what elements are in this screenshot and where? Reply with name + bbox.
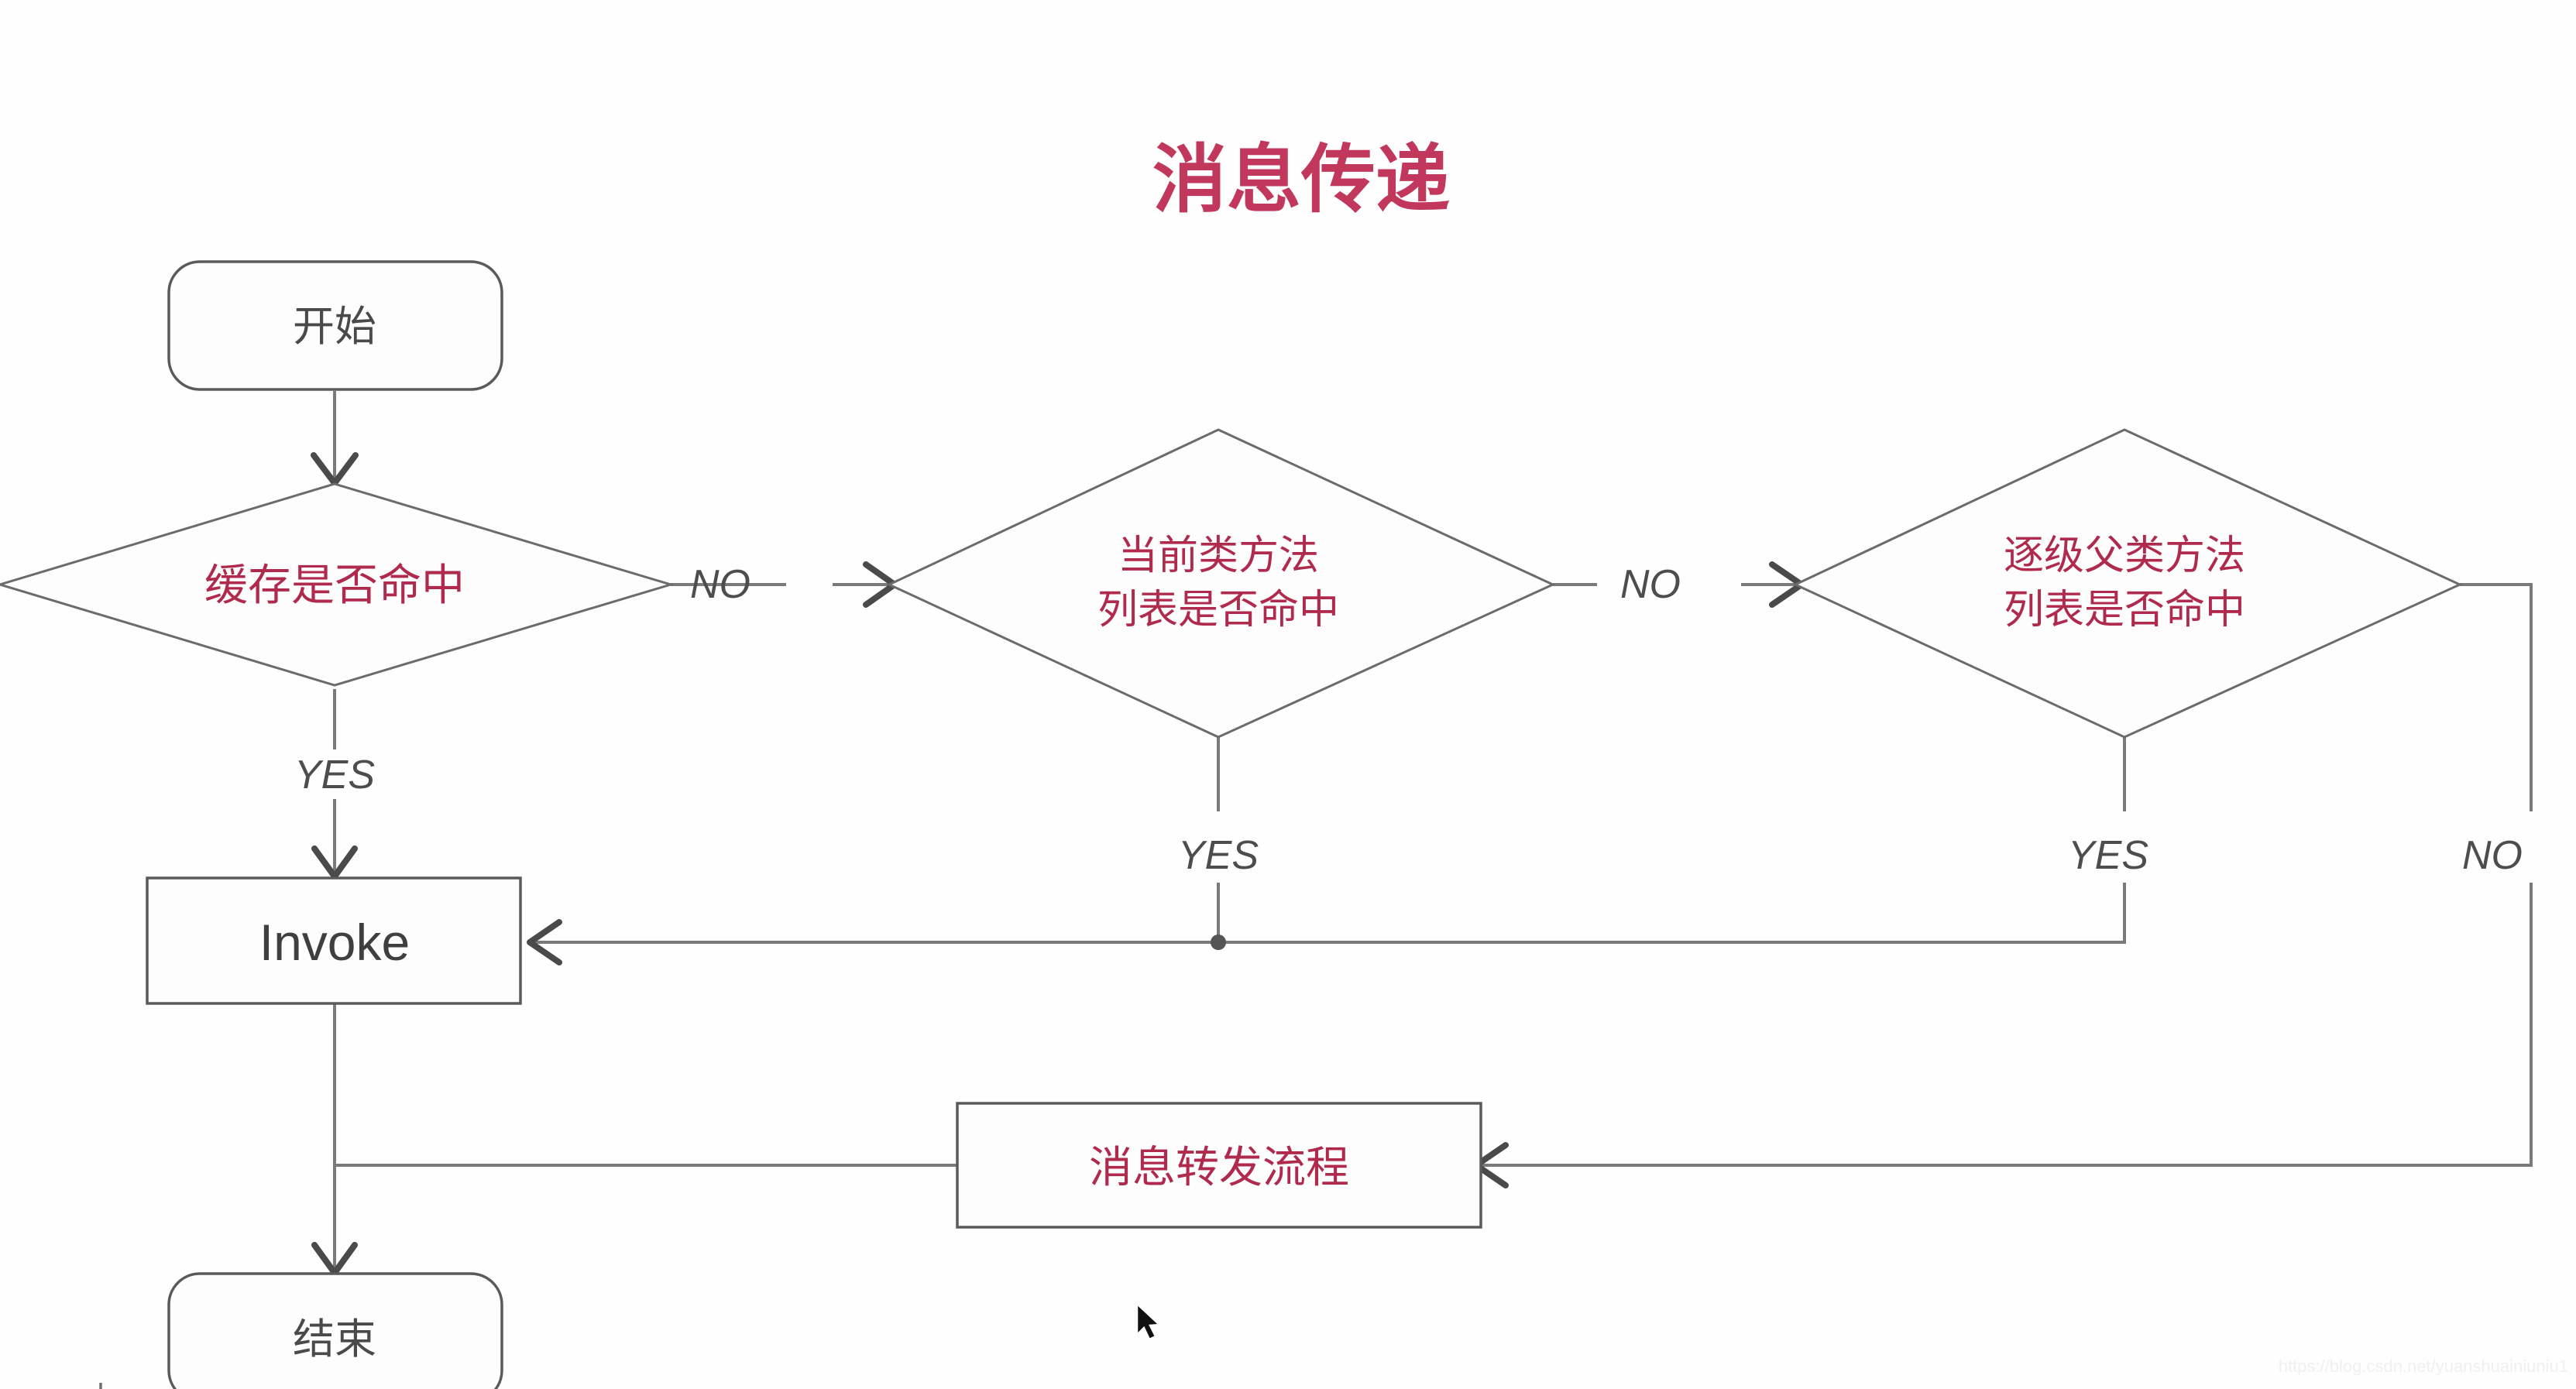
node-decision3[interactable] bbox=[1792, 428, 2463, 739]
edge-label-yes-3: YES bbox=[2068, 833, 2148, 878]
node-decision2-label-line2: 列表是否命中 bbox=[1097, 588, 1339, 633]
page-title: 消息传递 bbox=[1152, 139, 1450, 221]
node-decision2-label-line1: 当前类方法 bbox=[1118, 533, 1319, 578]
node-decision3-label-line2: 列表是否命中 bbox=[2004, 588, 2245, 633]
node-invoke[interactable] bbox=[146, 876, 522, 1005]
edge-decision3-no-to-forward bbox=[1481, 883, 2533, 1167]
watermark: https://blog.csdn.net/yuanshuainiuniu1 bbox=[2279, 1356, 2568, 1376]
node-end[interactable] bbox=[167, 1272, 503, 1389]
edge-decision3-yes-to-invoke bbox=[534, 883, 2126, 944]
node-start[interactable] bbox=[167, 260, 503, 391]
node-decision2[interactable] bbox=[886, 428, 1556, 739]
node-forward-process-label: 消息转发流程 bbox=[1089, 1143, 1349, 1192]
junction-dot bbox=[1211, 935, 1226, 950]
node-end-label: 结束 bbox=[293, 1316, 376, 1363]
edge-label-no-1: NO bbox=[690, 562, 750, 607]
edge-label-yes-1: YES bbox=[294, 753, 375, 797]
edge-label-yes-2: YES bbox=[1178, 833, 1259, 878]
node-start-label: 开始 bbox=[293, 304, 376, 350]
node-decision1-label: 缓存是否命中 bbox=[204, 561, 465, 609]
edge-label-no-2: NO bbox=[1620, 562, 1681, 607]
node-forward-process[interactable] bbox=[956, 1102, 1482, 1229]
edge-label-no-3: NO bbox=[2462, 833, 2523, 878]
mouse-cursor-icon bbox=[1135, 1302, 1162, 1341]
node-invoke-label: Invoke bbox=[259, 914, 410, 971]
arrowhead-into-invoke-right bbox=[527, 919, 562, 965]
node-decision3-label-line1: 逐级父类方法 bbox=[2004, 533, 2245, 578]
node-decision1[interactable] bbox=[0, 482, 675, 687]
edge-decision3-no-segment1 bbox=[2460, 583, 2533, 811]
arrowhead-decision1-to-invoke bbox=[311, 845, 358, 880]
